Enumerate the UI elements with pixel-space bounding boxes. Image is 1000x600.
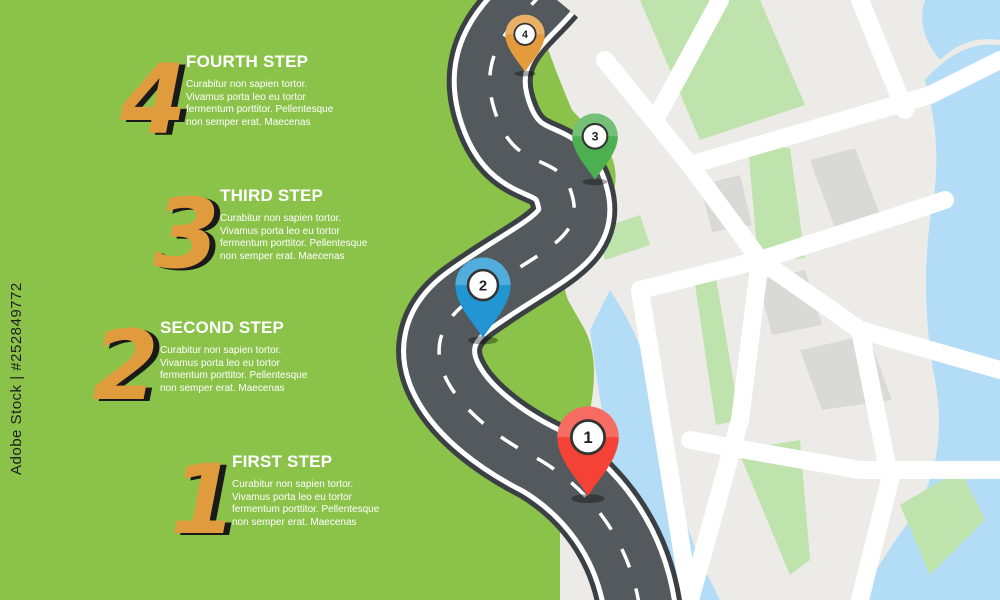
step-title: SECOND STEP <box>160 318 285 337</box>
step-description: Curabitur non sapien tortor.Vivamus port… <box>160 345 350 395</box>
pin-label: 1 <box>583 428 592 447</box>
step-title: THIRD STEP <box>220 186 324 205</box>
step-title: FIRST STEP <box>232 452 333 471</box>
pin-label: 4 <box>522 29 528 41</box>
pin-shadow <box>582 178 608 186</box>
route-pin-3: 3 <box>572 113 618 186</box>
step-description-line: Curabitur non sapien tortor. <box>186 79 308 90</box>
block-a <box>810 148 880 228</box>
step-description-line: fermentum porttitor. Pellentesque <box>220 238 368 249</box>
park-d <box>694 278 740 425</box>
pin-shadow <box>514 70 536 77</box>
route-pin-4: 4 <box>505 14 545 77</box>
step-description-line: fermentum porttitor. Pellentesque <box>186 104 334 115</box>
step-description-line: non semper erat. Maecenas <box>160 382 285 394</box>
pin-shadow <box>468 336 498 345</box>
step-description-line: non semper erat. Maecenas <box>220 250 345 262</box>
step-number: 2 <box>92 310 159 422</box>
pin-badge <box>569 419 607 456</box>
road-center-line <box>437 0 641 600</box>
map-streets <box>596 0 1000 600</box>
step-description-line: Curabitur non sapien tortor. <box>232 479 354 490</box>
city-map <box>545 0 1000 600</box>
pin-shadow <box>571 494 605 504</box>
step-number: 1 <box>170 444 237 556</box>
step-description-line: fermentum porttitor. Pellentesque <box>160 370 308 381</box>
route-pins: 4 3 2 1 <box>455 14 619 504</box>
step-description: Curabitur non sapien tortor.Vivamus port… <box>232 479 422 529</box>
step-description-line: Curabitur non sapien tortor. <box>160 345 282 356</box>
step-title: FOURTH STEP <box>186 52 309 71</box>
step-description: Curabitur non sapien tortor.Vivamus port… <box>220 213 410 263</box>
step-description-line: non semper erat. Maecenas <box>186 116 311 128</box>
step-description-line: Curabitur non sapien tortor. <box>220 213 342 224</box>
step-description-line: Vivamus porta leo eu tortor <box>220 225 340 237</box>
park-b <box>748 145 805 262</box>
pin-badge <box>513 22 537 46</box>
step-description-line: fermentum porttitor. Pellentesque <box>232 504 380 515</box>
step-number: 4 <box>120 44 187 156</box>
route-pin-2: 2 <box>455 257 511 345</box>
park-c <box>738 440 810 575</box>
route-pin-1: 1 <box>557 406 619 504</box>
step-description-line: Vivamus porta leo eu tortor <box>160 357 280 369</box>
step-description-line: Vivamus porta leo eu tortor <box>186 91 306 103</box>
step-description: Curabitur non sapien tortor.Vivamus port… <box>186 79 376 129</box>
pin-label: 3 <box>592 130 599 144</box>
step-description-line: Vivamus porta leo eu tortor <box>232 491 352 503</box>
pond-top <box>922 0 1000 60</box>
step-description-line: non semper erat. Maecenas <box>232 516 357 528</box>
pin-badge <box>466 268 500 302</box>
pin-label: 2 <box>479 277 487 294</box>
park-a <box>640 0 805 140</box>
winding-road <box>396 0 682 600</box>
pin-badge <box>581 122 609 150</box>
park-f <box>900 470 985 575</box>
step-number: 3 <box>153 178 220 290</box>
side-code: Adobe Stock | #252849772 <box>8 282 25 475</box>
